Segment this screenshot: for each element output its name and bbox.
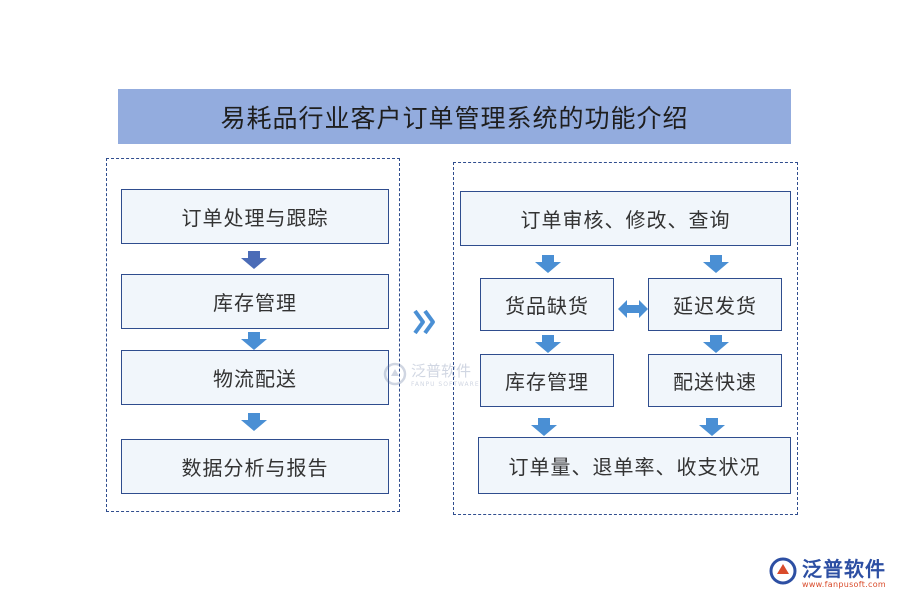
left-step-inventory: 库存管理 [121,274,389,329]
logo-name: 泛普软件 [802,557,886,581]
down-arrow-icon [241,251,267,269]
watermark-subtext: FANPU SOFTWARE [411,381,480,388]
brand-logo: 泛普软件 www.fanpusoft.com [768,553,886,589]
left-step-logistics: 物流配送 [121,350,389,405]
right-out-of-stock: 货品缺货 [480,278,614,331]
right-delayed-shipment: 延迟发货 [648,278,782,331]
left-panel [106,158,400,512]
watermark: 泛普软件 FANPU SOFTWARE [383,360,480,388]
left-step-data-analysis: 数据分析与报告 [121,439,389,494]
bidirectional-arrow-icon [618,300,648,322]
down-arrow-icon [531,418,557,436]
right-panel [453,162,798,515]
down-arrow-icon [241,332,267,350]
down-arrow-icon [535,255,561,273]
right-order-review: 订单审核、修改、查询 [460,191,791,246]
down-arrow-icon [241,413,267,431]
watermark-text: 泛普软件 [411,362,472,380]
logo-url: www.fanpusoft.com [802,580,886,589]
down-arrow-icon [703,335,729,353]
fanpu-mark-icon [383,362,407,386]
diagram-title: 易耗品行业客户订单管理系统的功能介绍 [118,89,791,144]
double-chevron-right-icon [413,309,437,339]
down-arrow-icon [699,418,725,436]
right-inventory: 库存管理 [480,354,614,407]
left-step-order-tracking: 订单处理与跟踪 [121,189,389,244]
right-fast-delivery: 配送快速 [648,354,782,407]
fanpu-logo-icon [769,557,797,585]
down-arrow-icon [703,255,729,273]
down-arrow-icon [535,335,561,353]
right-metrics-summary: 订单量、退单率、收支状况 [478,437,791,494]
